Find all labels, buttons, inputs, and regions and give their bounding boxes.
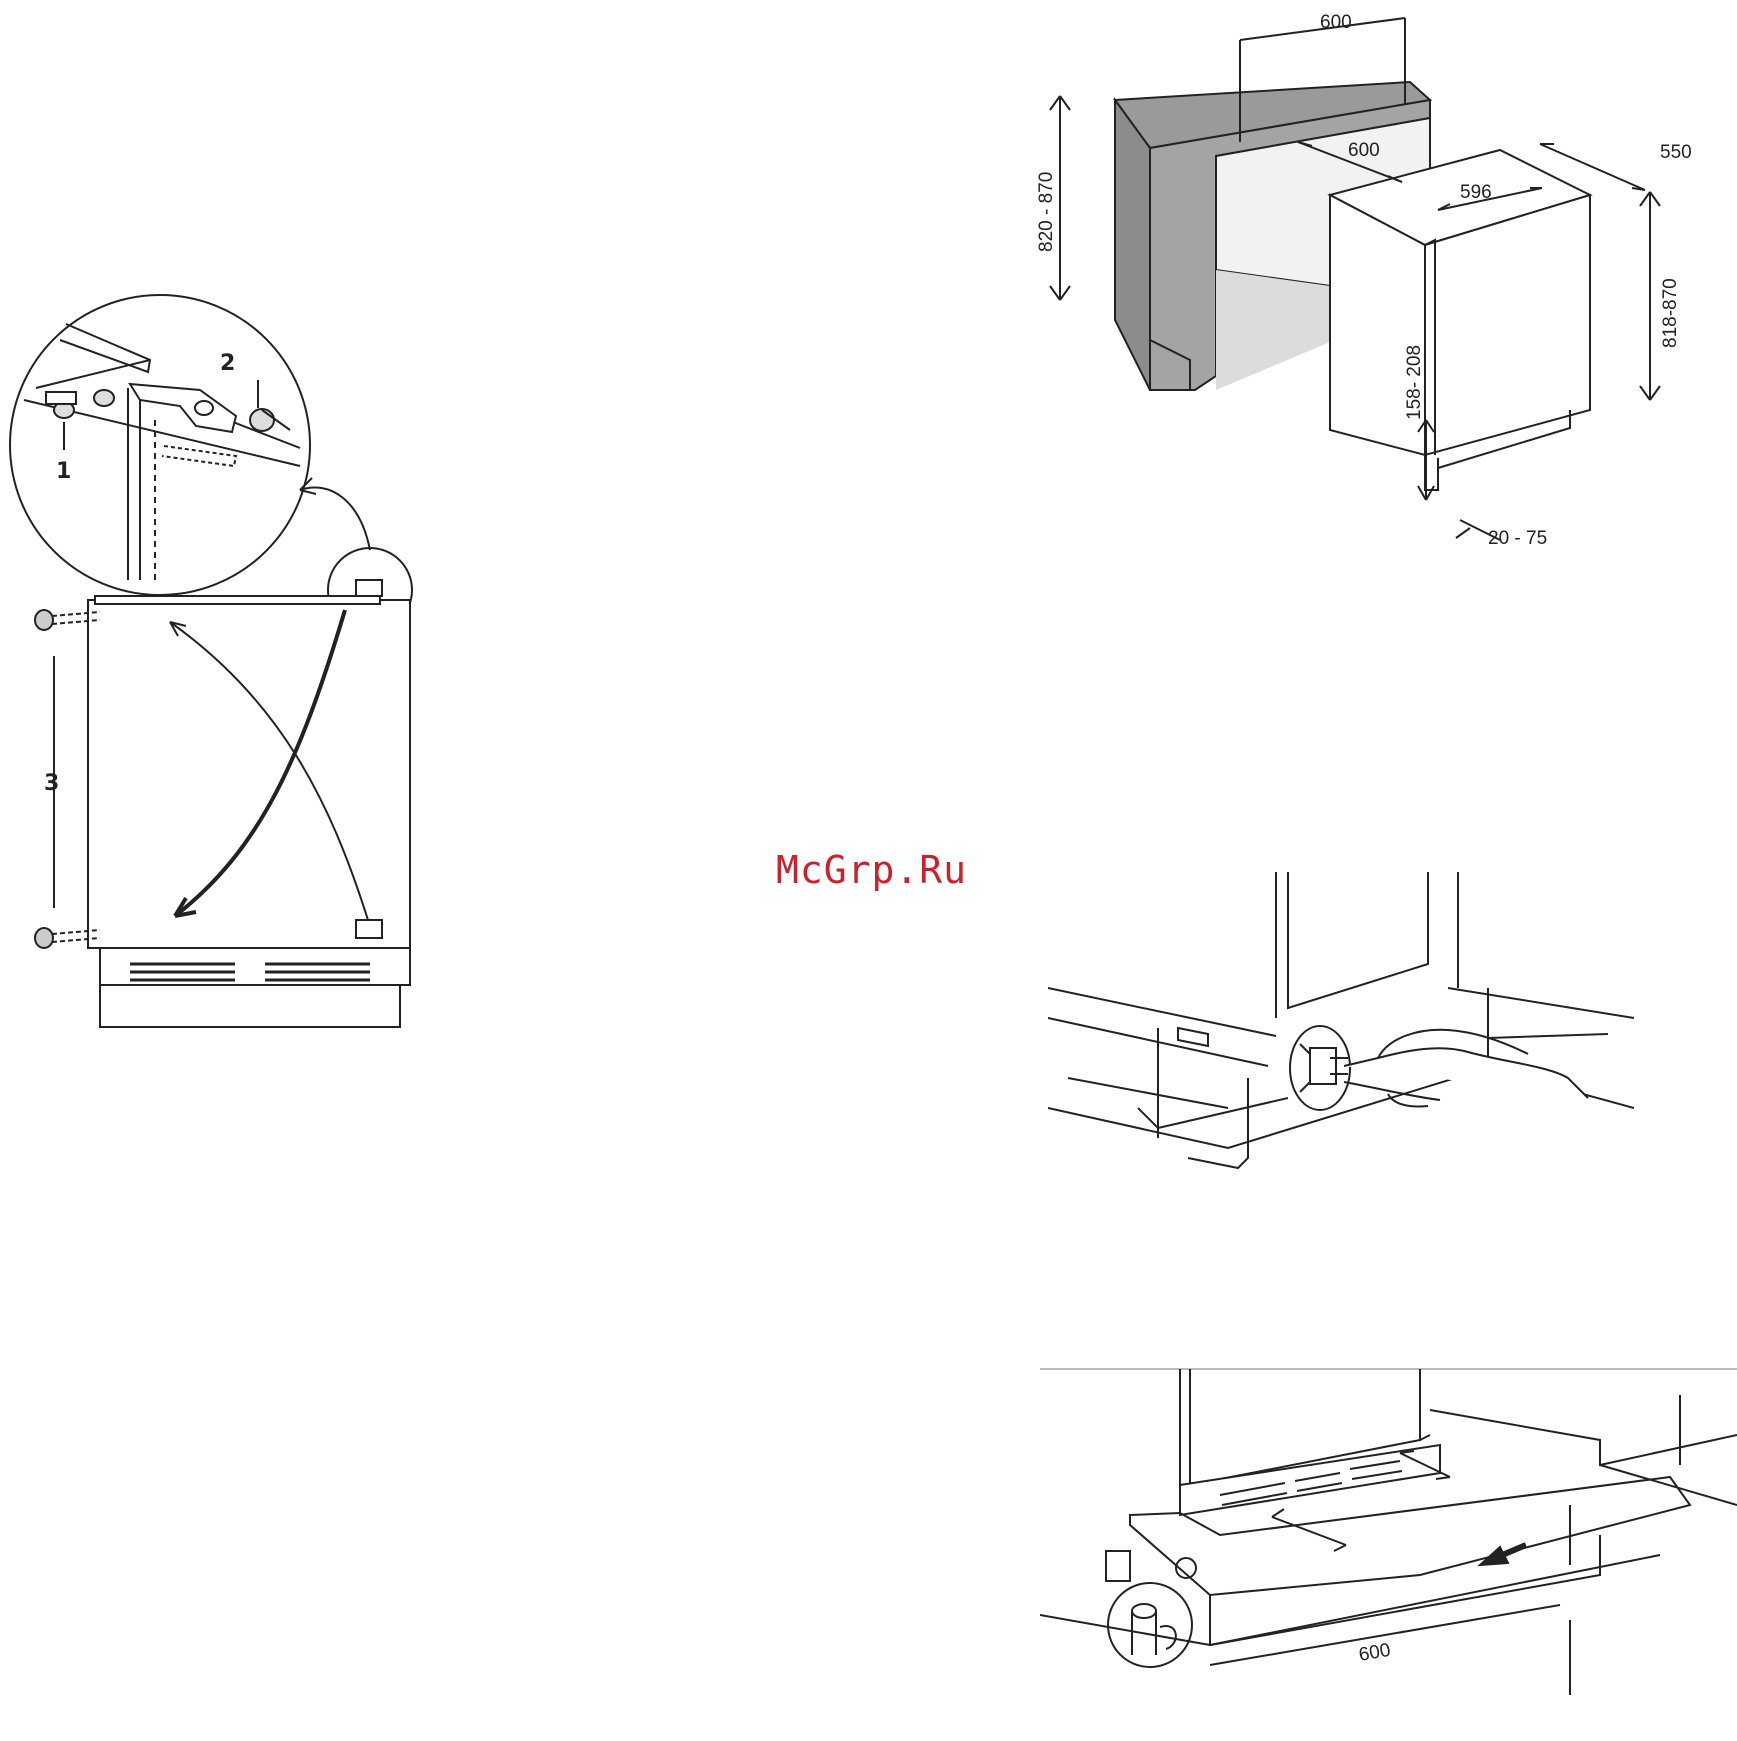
appliance-body [88, 580, 410, 1027]
dim-niche-depth: 600 [1348, 140, 1380, 161]
watermark-text: McGrp.Ru [776, 848, 967, 892]
plinth-installation-diagram: 600 [1040, 1365, 1737, 1741]
plinth-panel [1180, 1445, 1440, 1515]
label-2: 2 [220, 351, 235, 376]
magnifier-circle [10, 295, 310, 595]
adjustment-foot-icon [1290, 1026, 1350, 1110]
dim-plinth-depth-600: 600 [1357, 1640, 1392, 1666]
adjustable-foot-circle [1108, 1583, 1192, 1667]
dim-countertop-width: 600 [1320, 12, 1352, 33]
dim-appliance-width: 596 [1460, 182, 1492, 203]
installation-dimensions-diagram: 600 600 550 596 820 - 870 818-870 158- 2… [1030, 0, 1730, 580]
foot-adjustment-diagram [1048, 868, 1634, 1188]
dim-appliance-depth: 550 [1660, 142, 1692, 163]
dim-niche-height: 820 - 870 [1036, 172, 1057, 252]
hand-screwdriver-icon [1344, 1030, 1608, 1107]
label-1: 1 [56, 459, 71, 484]
label-3: 3 [44, 771, 59, 796]
hinge-reversal-diagram: 2 1 [0, 280, 440, 1040]
dim-appliance-height: 818-870 [1660, 278, 1681, 348]
dim-plinth-depth: 20 - 75 [1488, 528, 1547, 549]
dim-plinth-height: 158- 208 [1404, 345, 1425, 420]
